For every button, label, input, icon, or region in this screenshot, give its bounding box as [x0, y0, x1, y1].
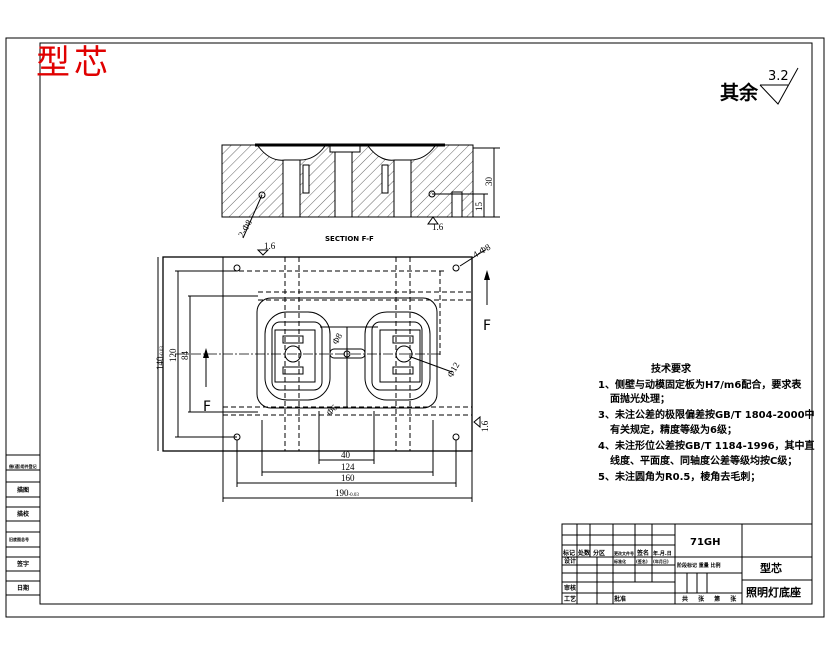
plan-view: F F 40 124 160 190-0.03 140-0.03 120 84 …	[155, 241, 493, 502]
section-view: 30 15 2-Φ8 1.6 SECTION F-F	[221, 143, 500, 243]
svg-text:(签名): (签名)	[636, 558, 648, 564]
svg-text:71GH: 71GH	[690, 537, 721, 548]
svg-text:3、未注公差的极限偏差按GB/T 1804-2000中: 3、未注公差的极限偏差按GB/T 1804-2000中	[598, 408, 815, 421]
title-block: 标记 处数 分区 更改文件号 签名 年.月.日 设计 标准化 (签名) (年月日…	[561, 523, 813, 605]
svg-text:1.6: 1.6	[480, 420, 490, 432]
svg-text:4-Φ8: 4-Φ8	[471, 242, 493, 260]
svg-text:签字: 签字	[16, 560, 29, 568]
svg-text:年.月.日: 年.月.日	[653, 550, 672, 557]
svg-text:160: 160	[341, 473, 355, 483]
svg-text:标准化: 标准化	[613, 558, 626, 564]
left-registration-strip: 借(通)用件登记 描图 描校 旧底图总号 签字 日期	[6, 454, 40, 596]
inner-frame	[39, 42, 813, 605]
svg-text:40: 40	[341, 450, 351, 460]
svg-text:120: 120	[168, 348, 178, 362]
svg-text:借(通)用件登记: 借(通)用件登记	[8, 463, 37, 469]
svg-text:Φ8: Φ8	[330, 331, 344, 346]
svg-text:1.6: 1.6	[432, 222, 444, 232]
svg-text:设计: 设计	[564, 557, 576, 565]
svg-text:2-Φ8: 2-Φ8	[236, 217, 254, 239]
svg-text:3.2: 3.2	[768, 69, 789, 84]
svg-text:124: 124	[341, 462, 355, 472]
svg-text:F: F	[483, 318, 491, 334]
svg-text:技术要求: 技术要求	[651, 362, 692, 375]
technical-requirements: 技术要求 1、侧壁与动模固定板为H7/m6配合，要求表 面抛光处理； 3、未注公…	[598, 362, 815, 483]
svg-text:4、未注形位公差按GB/T 1184-1996，其中直: 4、未注形位公差按GB/T 1184-1996，其中直	[598, 439, 815, 452]
svg-text:84: 84	[180, 351, 190, 361]
svg-text:描图: 描图	[17, 486, 29, 494]
svg-text:旧底图总号: 旧底图总号	[9, 536, 29, 542]
svg-text:有关规定，精度等级为6级；: 有关规定，精度等级为6级；	[610, 423, 737, 436]
svg-text:SECTION F-F: SECTION F-F	[325, 235, 374, 243]
svg-text:(年月日): (年月日)	[653, 558, 669, 564]
svg-text:批准: 批准	[614, 595, 626, 603]
outer-border	[5, 37, 825, 618]
svg-text:描校: 描校	[17, 510, 30, 518]
svg-text:15: 15	[474, 202, 484, 212]
svg-text:140-0.03: 140-0.03	[155, 346, 165, 370]
svg-text:照明灯底座: 照明灯底座	[746, 585, 801, 599]
svg-text:工艺: 工艺	[564, 595, 576, 603]
svg-text:线度、平面度、同轴度公差等级均按C级；: 线度、平面度、同轴度公差等级均按C级；	[610, 454, 797, 467]
svg-text:处数: 处数	[577, 549, 591, 557]
svg-text:审核: 审核	[564, 584, 576, 592]
svg-text:阶段标记 重量 比例: 阶段标记 重量 比例	[677, 562, 720, 569]
roughness-symbol: 其余 3.2	[720, 67, 799, 105]
svg-text:更改文件号: 更改文件号	[614, 550, 634, 556]
svg-text:5、未注圆角为R0.5，棱角去毛刺；: 5、未注圆角为R0.5，棱角去毛刺；	[598, 470, 760, 483]
svg-text:Φ12: Φ12	[445, 360, 461, 379]
stamp-title: 型芯	[36, 43, 112, 83]
svg-text:1、侧壁与动模固定板为H7/m6配合，要求表: 1、侧壁与动模固定板为H7/m6配合，要求表	[598, 378, 802, 391]
svg-text:标记: 标记	[562, 549, 575, 557]
svg-text:1.6: 1.6	[264, 241, 276, 251]
svg-text:分区: 分区	[593, 549, 605, 557]
svg-text:型芯: 型芯	[760, 561, 782, 575]
svg-text:F: F	[203, 399, 211, 415]
svg-text:其余: 其余	[720, 81, 759, 104]
svg-text:30: 30	[484, 177, 494, 187]
svg-text:面抛光处理；: 面抛光处理；	[610, 392, 670, 405]
svg-text:日期: 日期	[17, 584, 29, 592]
svg-text:190-0.03: 190-0.03	[335, 488, 359, 498]
svg-text:共 张 第 张: 共 张 第 张	[682, 595, 740, 603]
svg-text:签名: 签名	[636, 549, 649, 557]
